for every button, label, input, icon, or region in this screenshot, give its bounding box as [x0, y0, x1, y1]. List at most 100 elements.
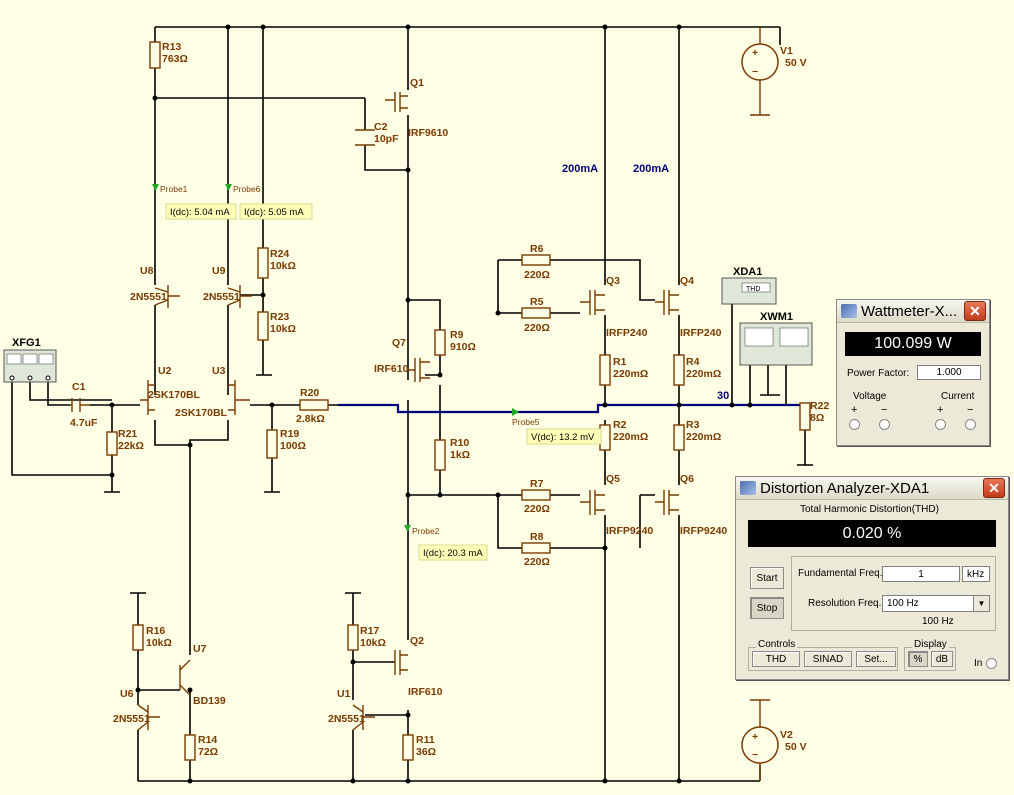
svg-text:2SK170BL: 2SK170BL — [175, 407, 228, 419]
transistors[interactable] — [137, 92, 679, 731]
controls-group — [748, 647, 898, 671]
probe-5[interactable]: Probe5 V(dc): 13.2 mV — [512, 408, 602, 445]
svg-text:IRFP9240: IRFP9240 — [680, 525, 727, 537]
voltage-label: Voltage — [853, 391, 887, 402]
fundamental-freq-unit[interactable]: kHz — [962, 566, 990, 582]
svg-text:R13: R13 — [162, 41, 181, 53]
svg-text:R14: R14 — [198, 734, 217, 746]
svg-text:R23: R23 — [270, 311, 289, 323]
svg-text:36Ω: 36Ω — [416, 746, 436, 758]
svg-text:Q2: Q2 — [410, 635, 424, 647]
distortion-analyzer-window[interactable]: Distortion Analyzer-XDA1 ✕ Total Harmoni… — [735, 476, 1009, 680]
distortion-title: Distortion Analyzer-XDA1 — [760, 479, 930, 497]
svg-text:910Ω: 910Ω — [450, 341, 476, 353]
distortion-titlebar[interactable]: Distortion Analyzer-XDA1 ✕ — [736, 477, 1008, 500]
svg-text:U3: U3 — [212, 365, 226, 377]
svg-text:IRFP240: IRFP240 — [680, 327, 722, 339]
svg-text:U9: U9 — [212, 265, 226, 277]
svg-text:Q7: Q7 — [392, 337, 406, 349]
svg-text:Q4: Q4 — [680, 275, 694, 287]
svg-text:4.7uF: 4.7uF — [70, 417, 98, 429]
capacitors[interactable] — [70, 129, 375, 412]
svg-text:U2: U2 — [158, 365, 172, 377]
v2-value: 50 V — [785, 741, 807, 753]
resolution-freq-label: Resolution Freq. — [808, 598, 882, 609]
function-generator-xfg1[interactable]: XFG1 — [3, 337, 57, 383]
svg-text:U7: U7 — [193, 643, 207, 655]
svg-text:U1: U1 — [337, 688, 351, 700]
app-icon — [740, 481, 756, 495]
probe-1[interactable]: Probe1 I(dc): 5.04 mA — [152, 184, 237, 220]
svg-text:1kΩ: 1kΩ — [450, 449, 470, 461]
svg-text:C2: C2 — [374, 121, 388, 133]
svg-text:2N5551: 2N5551 — [328, 713, 365, 725]
svg-text:IRF9610: IRF9610 — [408, 127, 448, 139]
svg-text:8Ω: 8Ω — [810, 412, 824, 424]
svg-text:R20: R20 — [300, 387, 319, 399]
current-label: Current — [941, 391, 975, 402]
wattmeter-window[interactable]: Wattmeter-X... ✕ 100.099 W Power Factor:… — [836, 299, 990, 446]
start-button[interactable]: Start — [750, 567, 784, 589]
svg-text:220Ω: 220Ω — [524, 269, 550, 281]
svg-text:10kΩ: 10kΩ — [270, 260, 296, 272]
svg-text:R16: R16 — [146, 625, 165, 637]
voltage-plus-terminal[interactable] — [849, 419, 860, 430]
svg-text:U6: U6 — [120, 688, 134, 700]
svg-text:2.8kΩ: 2.8kΩ — [296, 413, 325, 425]
chevron-down-icon[interactable]: ▼ — [973, 596, 989, 611]
voltage-minus-terminal[interactable] — [879, 419, 890, 430]
svg-text:220Ω: 220Ω — [524, 503, 550, 515]
wattmeter-titlebar[interactable]: Wattmeter-X... ✕ — [837, 300, 989, 323]
thd-mode-button[interactable]: THD — [752, 651, 800, 667]
svg-text:R2: R2 — [613, 419, 627, 431]
current-minus-terminal[interactable] — [965, 419, 976, 430]
stop-button[interactable]: Stop — [750, 597, 784, 619]
db-display-button[interactable]: dB — [931, 651, 953, 667]
thd-label: Total Harmonic Distortion(THD) — [800, 504, 939, 515]
svg-text:Q6: Q6 — [680, 473, 694, 485]
svg-text:Probe1: Probe1 — [160, 184, 188, 194]
frequency-group — [791, 556, 996, 631]
current-plus-terminal[interactable] — [935, 419, 946, 430]
v2-source[interactable]: + − V2 50 V — [741, 699, 807, 781]
current-label-right: 200mA — [633, 163, 669, 175]
svg-text:R5: R5 — [530, 296, 544, 308]
svg-text:+: + — [752, 47, 758, 59]
svg-text:10kΩ: 10kΩ — [360, 637, 386, 649]
svg-text:220mΩ: 220mΩ — [613, 431, 648, 443]
xwm1-label: XWM1 — [760, 311, 793, 323]
svg-text:100Ω: 100Ω — [280, 440, 306, 452]
v2-label: V2 — [780, 729, 793, 741]
set-button[interactable]: Set... — [856, 651, 896, 667]
probe-2[interactable]: Probe2 I(dc): 20.3 mA — [404, 525, 488, 561]
svg-text:R24: R24 — [270, 248, 289, 260]
svg-text:R22: R22 — [810, 400, 829, 412]
resolution-freq-value: 100 Hz — [887, 598, 919, 609]
svg-text:72Ω: 72Ω — [198, 746, 218, 758]
svg-text:BD139: BD139 — [193, 695, 226, 707]
v1-label: V1 — [780, 45, 793, 57]
close-icon[interactable]: ✕ — [983, 478, 1005, 498]
close-icon[interactable]: ✕ — [964, 301, 986, 321]
svg-text:10pF: 10pF — [374, 133, 399, 145]
svg-text:R8: R8 — [530, 531, 544, 543]
svg-text:R9: R9 — [450, 329, 464, 341]
distortion-analyzer-xda1-symbol[interactable]: XDA1 THD — [721, 266, 777, 305]
v1-source[interactable]: + − V1 50 V — [741, 27, 807, 116]
wattmeter-xwm1-symbol[interactable]: XWM1 — [739, 311, 813, 366]
sinad-mode-button[interactable]: SINAD — [804, 651, 852, 667]
resolution-freq-select[interactable]: 100 Hz ▼ — [882, 595, 990, 612]
svg-text:R19: R19 — [280, 428, 299, 440]
resistors[interactable] — [106, 41, 811, 761]
svg-text:R10: R10 — [450, 437, 469, 449]
svg-text:V(dc): 13.2 mV: V(dc): 13.2 mV — [531, 432, 595, 443]
svg-text:220Ω: 220Ω — [524, 322, 550, 334]
display-label: Display — [912, 639, 949, 650]
percent-display-button[interactable]: % — [908, 651, 928, 667]
thd-reading: 0.020 % — [748, 520, 996, 547]
input-terminal[interactable] — [986, 658, 997, 669]
fundamental-freq-input[interactable]: 1 — [882, 566, 960, 582]
probe-6[interactable]: Probe6 I(dc): 5.05 mA — [225, 184, 313, 220]
